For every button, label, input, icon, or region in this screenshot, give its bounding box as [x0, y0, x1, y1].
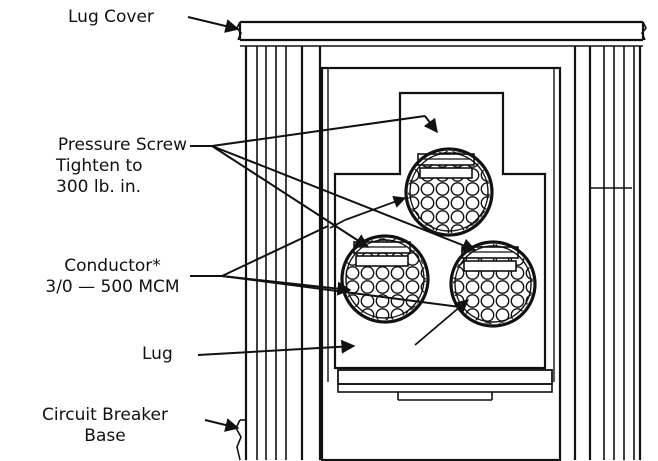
housing-cavity [320, 66, 562, 461]
label-circuit-breaker-base-line2: Base [84, 426, 126, 446]
label-pressure-screw-line2: Tighten to [56, 156, 143, 176]
label-circuit-breaker-base-line1: Circuit Breaker [42, 405, 168, 425]
label-pressure-screw-line3: 300 lb. in. [56, 177, 142, 197]
label-conductor-line1: Conductor* [64, 256, 161, 276]
conductor-3 [449, 240, 537, 328]
label-conductor-line2: 3/0 — 500 MCM [45, 277, 180, 297]
conductor-2 [340, 234, 430, 324]
lug-body [333, 91, 547, 370]
leader-circuit-breaker-base [204, 418, 240, 432]
label-pressure-screw-line1: Pressure Screw [57, 135, 187, 155]
label-lug-cover: Lug Cover [68, 7, 154, 27]
leader-conductor [190, 225, 461, 308]
lug-cover [236, 20, 647, 47]
conductor-1 [404, 147, 494, 237]
leader-pressure-screw [190, 115, 477, 252]
label-pressure-screw: Pressure Screw Tighten to 300 lb. in. [12, 135, 187, 198]
label-conductor: Conductor* 3/0 — 500 MCM [30, 256, 195, 298]
circuit-breaker-base [235, 46, 642, 461]
label-lug: Lug [142, 344, 173, 364]
label-circuit-breaker-base: Circuit Breaker Base [10, 405, 200, 447]
leader-lug-cover [187, 16, 240, 33]
leader-lug [197, 339, 356, 356]
